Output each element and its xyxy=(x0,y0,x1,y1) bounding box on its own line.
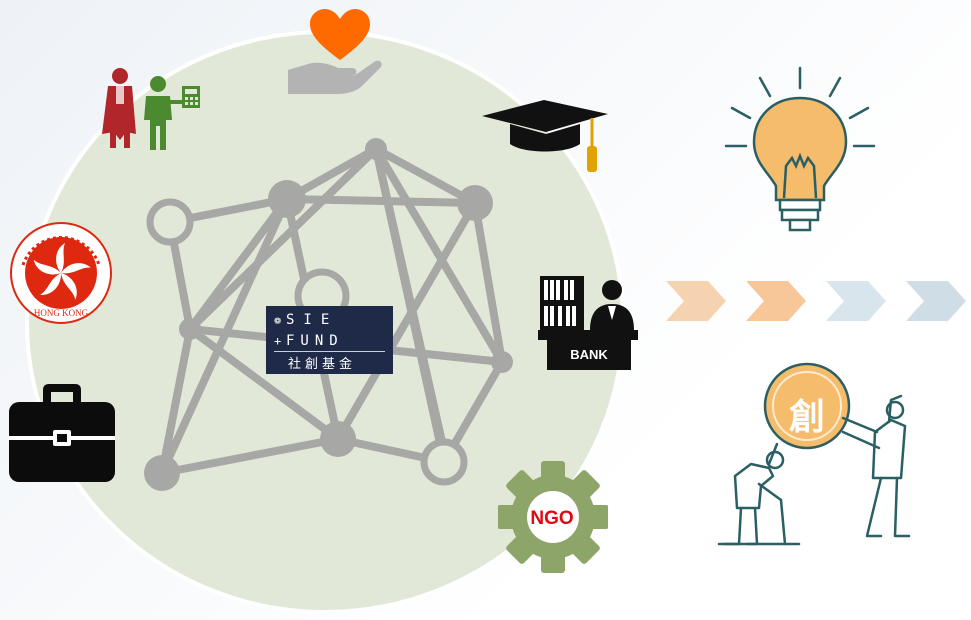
network-node xyxy=(179,318,201,340)
people-lifting-coin-icon xyxy=(717,362,911,546)
fund-logo-divider xyxy=(274,351,385,352)
bank-label: BANK xyxy=(570,347,608,362)
chevron-icon xyxy=(826,281,886,321)
judge-and-accountant-icon xyxy=(102,68,200,150)
fund-logo-line2: FUND xyxy=(286,333,344,349)
hk-emblem-icon: HONG KONG xyxy=(10,222,112,324)
network-node xyxy=(365,138,387,160)
lightbulb-icon xyxy=(724,66,876,232)
bank-icon xyxy=(538,276,638,370)
plus-seed-icon: + xyxy=(274,334,282,348)
chevron-icon xyxy=(666,281,726,321)
progress-chevrons xyxy=(666,281,966,321)
heart-in-hand-icon xyxy=(288,9,382,94)
ngo-gear-icon xyxy=(498,461,608,573)
graduation-cap-icon xyxy=(482,100,608,172)
network-node xyxy=(420,438,468,486)
network-node xyxy=(144,455,180,491)
hk-emblem-ring-text: HONG KONG xyxy=(34,308,89,318)
ngo-label: NGO xyxy=(530,508,574,529)
network-node xyxy=(146,198,194,246)
briefcase-icon xyxy=(9,384,115,482)
brain-icon: ❁ xyxy=(274,313,282,327)
network-node xyxy=(268,180,306,218)
fund-logo-line3: 社創基金 xyxy=(288,357,357,372)
network-edges xyxy=(158,145,506,477)
network-node xyxy=(457,185,493,221)
network-node xyxy=(320,421,356,457)
coin-character-label: 創 xyxy=(788,397,825,438)
network-nodes xyxy=(144,138,513,491)
chevron-icon xyxy=(746,281,806,321)
network-node xyxy=(491,351,513,373)
sie-fund-logo: ❁ SIE + FUND 社創基金 xyxy=(266,306,393,374)
fund-logo-line1: SIE xyxy=(286,312,339,328)
chevron-icon xyxy=(906,281,966,321)
